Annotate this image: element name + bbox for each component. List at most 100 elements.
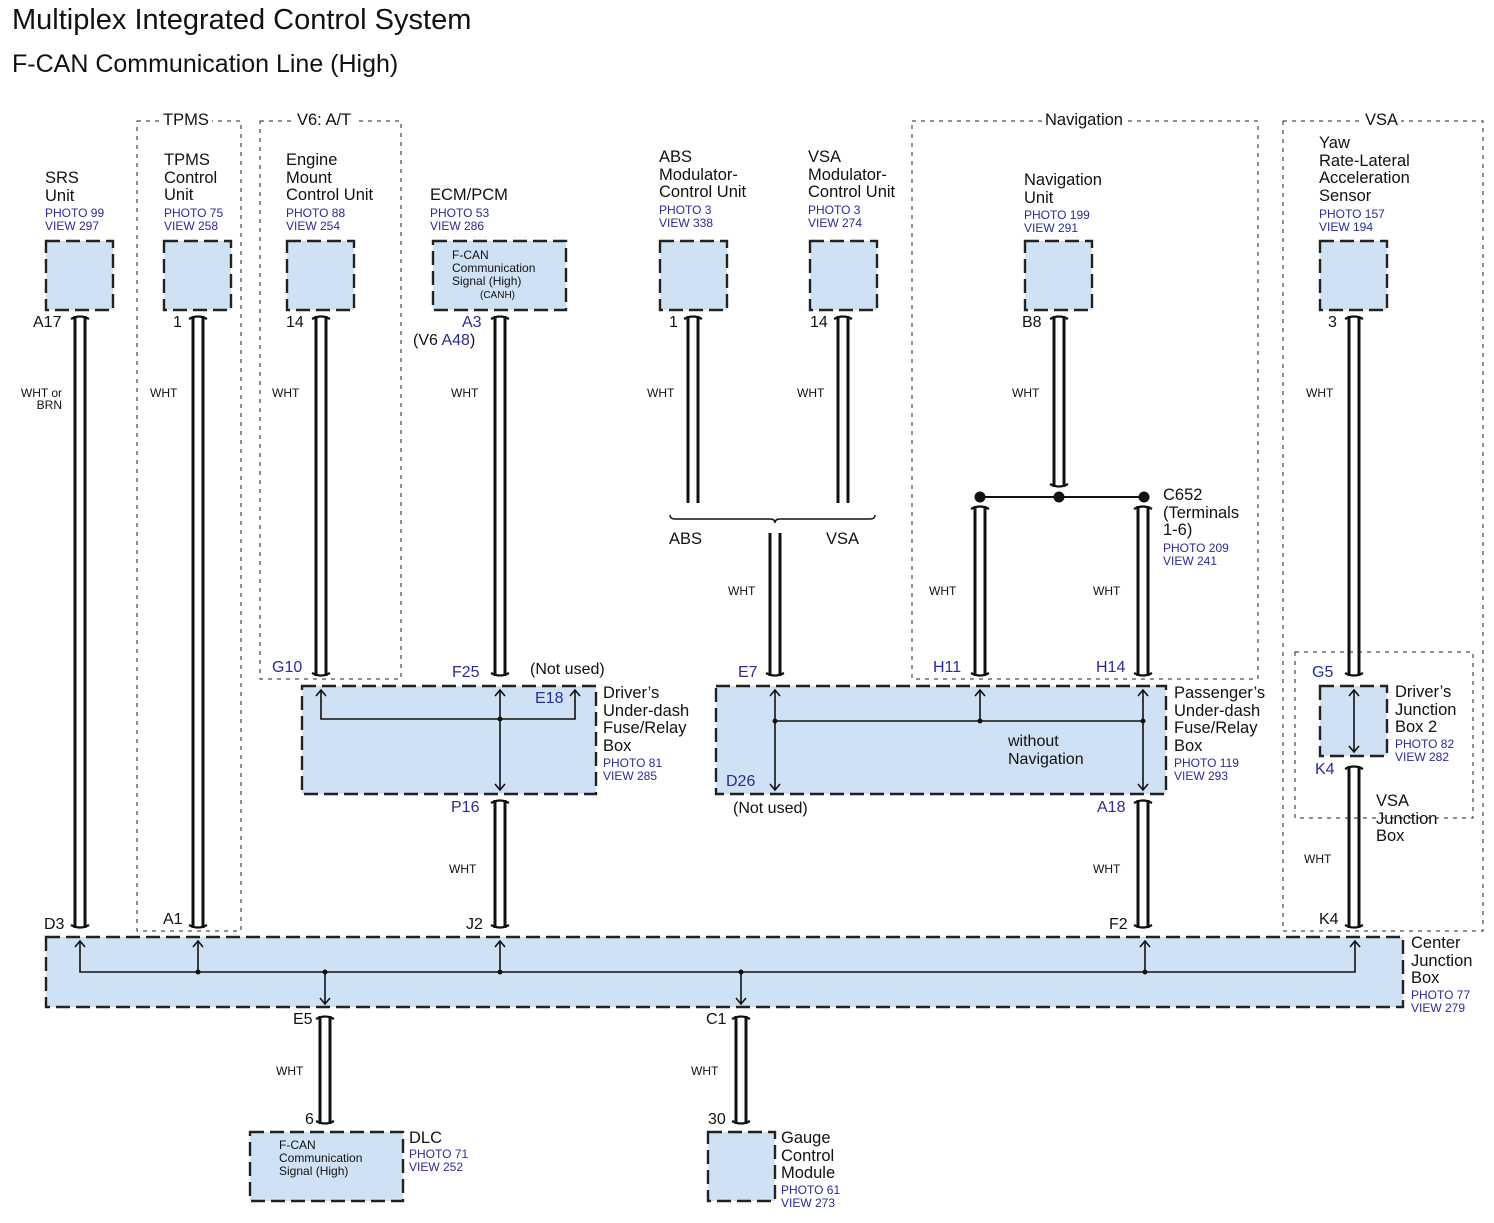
abs-modulator-label: ABS Modulator- Control Unit — [659, 148, 747, 201]
vsa-modulator-box[interactable] — [808, 239, 879, 312]
dlc-view-ref[interactable]: VIEW 252 — [409, 1160, 464, 1174]
c652-view-ref[interactable]: VIEW 241 — [1163, 554, 1218, 568]
dlc-box[interactable] — [248, 1130, 405, 1203]
passenger-fuse-box-label: Passenger’s Under-dash Fuse/Relay Box — [1174, 684, 1266, 755]
srs-unit-box[interactable] — [44, 239, 115, 312]
passenger-fuse-view-ref[interactable]: VIEW 293 — [1174, 769, 1229, 783]
gauge-control-module-label: Gauge Control Module — [781, 1129, 836, 1182]
tpms-pin: 1 — [173, 314, 182, 331]
engine-mount-photo-ref[interactable]: PHOTO 88 — [286, 206, 346, 220]
abs-photo-ref[interactable]: PHOTO 3 — [659, 203, 712, 217]
vsa-mod-photo-ref[interactable]: PHOTO 3 — [808, 203, 861, 217]
group-label-v6at: V6: A/T — [294, 112, 355, 129]
ecm-pcm-box[interactable] — [431, 239, 568, 312]
driver-fuse-photo-ref[interactable]: PHOTO 81 — [603, 756, 663, 770]
passenger-fuse-not-used: (Not used) — [733, 800, 808, 817]
pin-e5: E5 — [293, 1011, 313, 1028]
ecm-inner-signal-label: F-CAN Communication Signal (High) — [452, 248, 536, 288]
pin-h14: H14 — [1096, 659, 1126, 676]
dlc-photo-ref[interactable]: PHOTO 71 — [409, 1147, 469, 1161]
srs-pin: A17 — [33, 314, 62, 331]
tpms-photo-ref[interactable]: PHOTO 75 — [164, 206, 224, 220]
wire-driver-fuse-out — [490, 799, 510, 929]
engine-mount-view-ref[interactable]: VIEW 254 — [286, 219, 341, 233]
pin-c1: C1 — [706, 1011, 727, 1028]
djb2-view-ref[interactable]: VIEW 282 — [1395, 750, 1450, 764]
driver-fuse-box[interactable] — [300, 684, 598, 796]
pin-a1: A1 — [163, 911, 183, 928]
c652-right-wire-color: WHT — [1093, 584, 1121, 598]
nav-wire-color: WHT — [1012, 386, 1040, 400]
pin-e7: E7 — [738, 664, 758, 681]
wire-ecm — [490, 315, 510, 677]
passenger-fuse-photo-ref[interactable]: PHOTO 119 — [1174, 756, 1239, 770]
driver-junction-box-2-label: Driver’s Junction Box 2 — [1395, 683, 1457, 736]
vsa-junction-wire-color: WHT — [1304, 852, 1332, 866]
yaw-view-ref[interactable]: VIEW 194 — [1319, 220, 1374, 234]
ecm-photo-ref[interactable]: PHOTO 53 — [430, 206, 490, 220]
c652-left-wire-color: WHT — [929, 584, 957, 598]
ecm-view-ref[interactable]: VIEW 286 — [430, 219, 485, 233]
djb2-photo-ref[interactable]: PHOTO 82 — [1395, 737, 1455, 751]
engine-mount-wire-color: WHT — [272, 386, 300, 400]
tpms-control-unit-box[interactable] — [162, 239, 233, 312]
ecm-pin-alt-suffix: ) — [469, 332, 476, 349]
nav-view-ref[interactable]: VIEW 291 — [1024, 221, 1079, 235]
pin-g10: G10 — [272, 659, 303, 676]
without-navigation-label: without Navigation — [1008, 733, 1084, 768]
nav-photo-ref[interactable]: PHOTO 199 — [1024, 208, 1090, 222]
gauge-wire-color: WHT — [691, 1064, 719, 1078]
srs-view-ref[interactable]: VIEW 297 — [45, 219, 100, 233]
yaw-photo-ref[interactable]: PHOTO 157 — [1319, 207, 1385, 221]
tpms-view-ref[interactable]: VIEW 258 — [164, 219, 219, 233]
cjb-photo-ref[interactable]: PHOTO 77 — [1411, 988, 1471, 1002]
arrow-up-2 — [569, 688, 581, 697]
driver-fuse-view-ref[interactable]: VIEW 285 — [603, 769, 658, 783]
arrow-up-6 — [974, 688, 986, 697]
navigation-unit-box[interactable] — [1023, 239, 1094, 312]
junction-dots — [195, 491, 1150, 975]
yaw-sensor-label: Yaw Rate-Lateral Acceleration Sensor — [1319, 134, 1410, 205]
wire-abs-vsa — [765, 533, 785, 677]
wire-passenger-fuse-out — [1133, 799, 1153, 929]
junction-dot-7 — [195, 969, 201, 975]
arrow-down-17 — [735, 997, 747, 1006]
junction-dot-2 — [1138, 491, 1150, 503]
gauge-pin: 30 — [708, 1111, 726, 1128]
c652-photo-ref[interactable]: PHOTO 209 — [1163, 541, 1229, 555]
internal-circuits — [79, 496, 1356, 1004]
arrow-up-0 — [315, 688, 327, 697]
gauge-control-module-box[interactable] — [706, 1130, 777, 1203]
yaw-rate-sensor-box[interactable] — [1318, 239, 1389, 312]
junction-dot-5 — [977, 718, 983, 724]
engine-mount-control-unit-box[interactable] — [285, 239, 356, 312]
pin-e18: E18 — [535, 690, 564, 707]
abs-modulator-box[interactable] — [658, 239, 729, 312]
wires — [70, 315, 1364, 1125]
cjb-view-ref[interactable]: VIEW 279 — [1411, 1001, 1466, 1015]
arrow-down-10 — [1348, 745, 1360, 754]
ecm-wire-color: WHT — [451, 386, 479, 400]
gauge-view-ref[interactable]: VIEW 273 — [781, 1196, 836, 1210]
passenger-fuse-box[interactable] — [714, 684, 1168, 796]
junction-dot-8 — [322, 969, 328, 975]
srs-photo-ref[interactable]: PHOTO 99 — [45, 206, 105, 220]
ecm-pin-alt-prefix: (V6 — [413, 332, 442, 349]
wire-srs — [70, 315, 90, 929]
brace-label-vsa: VSA — [826, 530, 860, 548]
driver-fuse-out-wire-color: WHT — [449, 862, 477, 876]
abs-view-ref[interactable]: VIEW 338 — [659, 216, 714, 230]
gauge-photo-ref[interactable]: PHOTO 61 — [781, 1183, 841, 1197]
pin-k4-djb2: K4 — [1315, 761, 1335, 778]
junction-dot-4 — [772, 718, 778, 724]
pin-k4-cjb: K4 — [1319, 911, 1339, 928]
pin-g5: G5 — [1312, 664, 1334, 681]
group-label-navigation: Navigation — [1042, 112, 1126, 129]
arrow-up-4 — [769, 688, 781, 697]
driver-fuse-not-used: (Not used) — [530, 661, 605, 678]
page-title: Multiplex Integrated Control System — [12, 4, 472, 36]
arrow-down-5 — [769, 783, 781, 792]
wire-yaw — [1344, 315, 1364, 677]
vsa-mod-view-ref[interactable]: VIEW 274 — [808, 216, 863, 230]
junction-dot-6 — [1140, 718, 1146, 724]
